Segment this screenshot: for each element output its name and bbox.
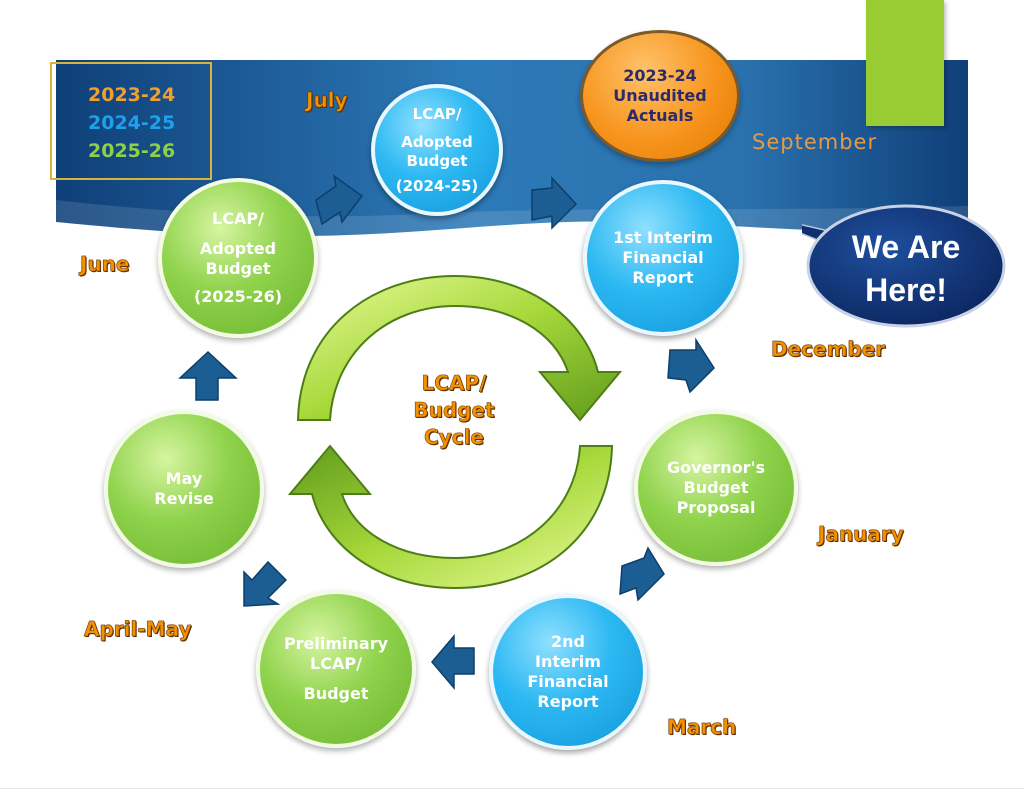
node-lcap-adopted-2025: LCAP/ Adopted Budget (2025-26) <box>158 178 318 338</box>
node-may-revise: May Revise <box>104 410 264 568</box>
cycle-title: LCAP/ Budget Cycle <box>413 371 495 450</box>
month-december: December <box>771 337 886 362</box>
arrow-september-to-december <box>667 337 715 394</box>
node-first-interim: 1st Interim Financial Report <box>583 180 743 336</box>
fiscal-years-box: 2023-24 2024-25 2025-26 <box>50 62 212 180</box>
arrow-april-to-june <box>178 350 238 401</box>
month-april-may: April-May <box>84 617 192 642</box>
green-accent-tab <box>866 0 944 126</box>
month-january: January <box>818 522 904 547</box>
arrow-march-to-april <box>243 560 288 607</box>
footer-rule <box>0 788 1024 789</box>
arrow-december-to-january <box>619 546 665 602</box>
node-preliminary-lcap: Preliminary LCAP/ Budget <box>256 590 416 748</box>
we-are-here-callout <box>802 204 1006 328</box>
arrow-june-to-july <box>315 174 364 226</box>
month-march: March <box>667 715 737 740</box>
node-unaudited-actuals: 2023-24 Unaudited Actuals <box>580 30 740 162</box>
month-july: July <box>306 88 348 113</box>
arrow-july-to-september <box>531 176 578 230</box>
fiscal-year-3: 2025-26 <box>88 140 176 162</box>
fiscal-year-1: 2023-24 <box>88 84 176 106</box>
month-june: June <box>80 252 130 277</box>
month-september: September <box>752 130 878 154</box>
arrow-january-to-march <box>431 633 475 691</box>
cycle-arrow-top <box>296 274 623 422</box>
node-governors-budget: Governor's Budget Proposal <box>634 410 798 566</box>
cycle-arrow-bottom <box>287 444 614 590</box>
node-second-interim: 2nd Interim Financial Report <box>489 594 647 750</box>
node-lcap-adopted-2024: LCAP/ Adopted Budget (2024-25) <box>371 84 503 216</box>
fiscal-year-2: 2024-25 <box>88 112 176 134</box>
we-are-here-text: We Are Here! <box>851 229 961 309</box>
